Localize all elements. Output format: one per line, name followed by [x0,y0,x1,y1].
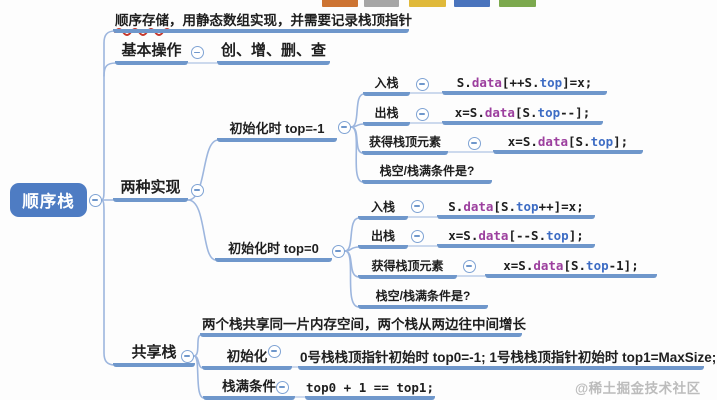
collapse-toggle-v2-pop[interactable] [410,229,424,243]
shared-init-label-node[interactable]: 初始化 [202,349,292,370]
shared-full-code-node[interactable]: top0 + 1 == top1; [305,380,435,400]
collapse-toggle-v1-gettop[interactable] [467,136,481,150]
shared-init-desc-node[interactable]: 0号栈栈顶指针初始时 top0=-1; 1号栈栈顶指针初始时 top1=MaxS… [298,350,716,370]
minus-icon [414,235,420,237]
toolbar-color-blue[interactable] [454,0,490,7]
minus-icon [419,83,425,85]
v1-gettop-code-node[interactable]: x=S.data[S.top]; [493,134,643,154]
v1-pop-label-node[interactable]: 出栈 [363,106,410,126]
toolbar-color-green[interactable] [499,0,536,7]
v2-push-code-node[interactable]: S.data[S.top++]=x; [437,199,595,219]
minus-icon [341,126,347,128]
note-rest: ，用静态数组实现，并需要记录栈顶指针 [169,13,412,28]
v1-empty-full-node[interactable]: 栈空/栈满条件是? [362,164,492,184]
v1-gettop-label-node[interactable]: 获得栈顶元素 [362,135,448,155]
minus-icon [184,355,190,357]
minus-icon [419,113,425,115]
toolbar-color-orange[interactable] [322,0,358,7]
collapse-toggle-root[interactable] [88,193,102,207]
minus-icon [335,250,341,252]
watermark: @稀土掘金技术社区 [575,381,701,396]
collapse-toggle-v1-pop[interactable] [415,107,429,121]
v1-pop-code-node[interactable]: x=S.data[S.top--]; [442,105,603,125]
collapse-toggle-shared[interactable] [180,349,194,363]
collapse-toggle-impl[interactable] [190,183,204,197]
collapse-toggle-basic[interactable] [190,46,204,59]
two-impl-node[interactable]: 两种实现 [113,180,188,202]
minus-icon [466,265,472,267]
v2-push-label-node[interactable]: 入栈 [358,200,408,220]
root-node[interactable]: 顺序栈 [10,183,87,217]
shared-full-label-node[interactable]: 栈满条件 [203,379,295,400]
v2-gettop-label-node[interactable]: 获得栈顶元素 [358,259,457,279]
minus-icon [194,189,200,191]
collapse-toggle-shared-init[interactable] [267,344,281,358]
toolbar-color-yellow[interactable] [409,0,446,7]
minus-icon [471,142,477,144]
collapse-toggle-v1-push[interactable] [415,77,429,91]
minus-icon [92,199,98,201]
collapse-toggle-shared-full[interactable] [275,380,289,394]
v1-push-label-node[interactable]: 入栈 [363,76,410,96]
collapse-toggle-v2-gettop[interactable] [462,259,476,273]
v2-empty-full-node[interactable]: 栈空/栈满条件是? [358,289,488,309]
v2-gettop-code-node[interactable]: x=S.data[S.top-1]; [485,258,657,278]
v2-pop-code-node[interactable]: x=S.data[--S.top]; [437,228,595,248]
v1-push-code-node[interactable]: S.data[++S.top]=x; [442,75,607,95]
collapse-toggle-v2-push[interactable] [410,199,424,213]
variant-top0-node[interactable]: 初始化时 top=0 [215,241,332,262]
basic-ops-node[interactable]: 基本操作 [115,43,188,65]
basic-ops-value-node[interactable]: 创、增、删、查 [217,43,330,65]
minus-icon [279,386,285,388]
variant-top-neg1-node[interactable]: 初始化时 top=-1 [217,121,337,142]
v2-pop-label-node[interactable]: 出栈 [358,229,408,249]
minus-icon [271,350,277,352]
toolbar-color-gray[interactable] [364,0,399,7]
note-highlight: 顺序存储 [115,13,169,28]
collapse-toggle-v1[interactable] [337,120,351,134]
collapse-toggle-v2[interactable] [331,244,345,258]
shared-note-node[interactable]: 两个栈共享同一片内存空间，两个栈从两边往中间增长 [200,317,526,337]
minus-icon [414,205,420,207]
shared-stack-node[interactable]: 共享栈 [113,345,195,367]
note-node[interactable]: 顺序存储，用静态数组实现，并需要记录栈顶指针 [113,13,412,33]
minus-icon [194,51,200,54]
